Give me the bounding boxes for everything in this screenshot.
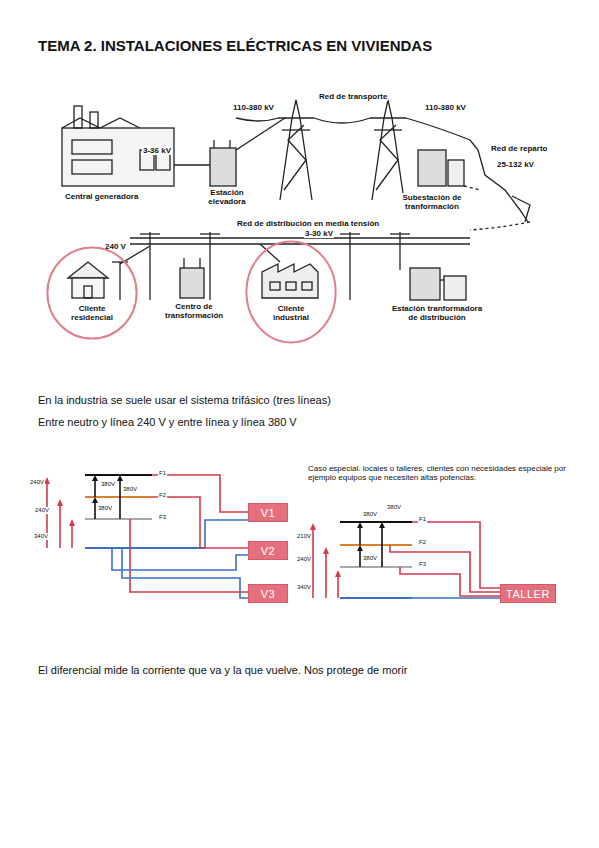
text-label: 25-132 kV <box>496 160 535 169</box>
node-text: V3 <box>261 588 275 600</box>
text-label: Caso especial. locales o talleres, clien… <box>308 464 578 482</box>
load-box: V1 <box>248 503 288 522</box>
text-label: Red de distribución en media tensión <box>236 219 380 228</box>
text-label: En la industria se suele usar el sistema… <box>38 394 331 407</box>
text-label: F3 <box>418 561 427 568</box>
client-circle: Cliente residencial <box>46 246 138 340</box>
circle-outline <box>46 246 138 340</box>
text-label: Red de transporte <box>318 92 388 101</box>
text-label: F3 <box>158 514 167 521</box>
text-label: 380V <box>100 481 116 488</box>
text-label: 380V <box>386 504 402 511</box>
node-text: TALLER <box>506 588 550 600</box>
node-text: Cliente residencial <box>65 304 119 322</box>
text-label: Estación elevadora <box>203 188 251 206</box>
node-text: V1 <box>261 507 275 519</box>
text-label: 380V <box>97 505 113 512</box>
text-label: F2 <box>418 539 427 546</box>
text-label: 340V <box>33 533 49 540</box>
text-label: 240V <box>296 556 312 563</box>
text-label: Entre neutro y línea 240 V y entre línea… <box>38 416 297 429</box>
text-label: 3-36 kV <box>142 146 172 155</box>
text-label: El diferencial mide la corriente que va … <box>38 664 407 677</box>
text-label: 110-380 kV <box>232 103 275 112</box>
text-label: Central generadora <box>64 192 139 201</box>
text-label: 110-380 kV <box>424 103 467 112</box>
text-label: 3-30 kV <box>304 229 334 238</box>
text-label: Red de reparto <box>490 144 548 153</box>
load-box: V3 <box>248 584 288 603</box>
text-label: Estación tranformadora de distribución <box>388 304 486 322</box>
client-circle: Cliente industrial <box>245 240 337 344</box>
node-text: V2 <box>261 545 275 557</box>
text-label: F1 <box>158 470 167 477</box>
load-box: TALLER <box>500 584 556 603</box>
text-label: 380V <box>362 555 378 562</box>
text-label: F1 <box>418 516 427 523</box>
text-label: 380V <box>122 486 138 493</box>
text-label: 240V <box>29 479 45 486</box>
text-label: Centro de transformación <box>164 302 224 320</box>
text-label: 240V <box>34 507 50 514</box>
text-label: F2 <box>158 492 167 499</box>
circle-outline <box>245 240 337 344</box>
load-box: V2 <box>248 541 288 560</box>
page-title: TEMA 2. INSTALACIONES ELÉCTRICAS EN VIVI… <box>38 37 432 54</box>
text-label: 210V <box>296 533 312 540</box>
node-text: Cliente industrial <box>264 304 318 322</box>
text-label: Subestación de tranformación <box>396 193 468 211</box>
text-label: 380V <box>362 511 378 518</box>
text-label: 340V <box>296 584 312 591</box>
